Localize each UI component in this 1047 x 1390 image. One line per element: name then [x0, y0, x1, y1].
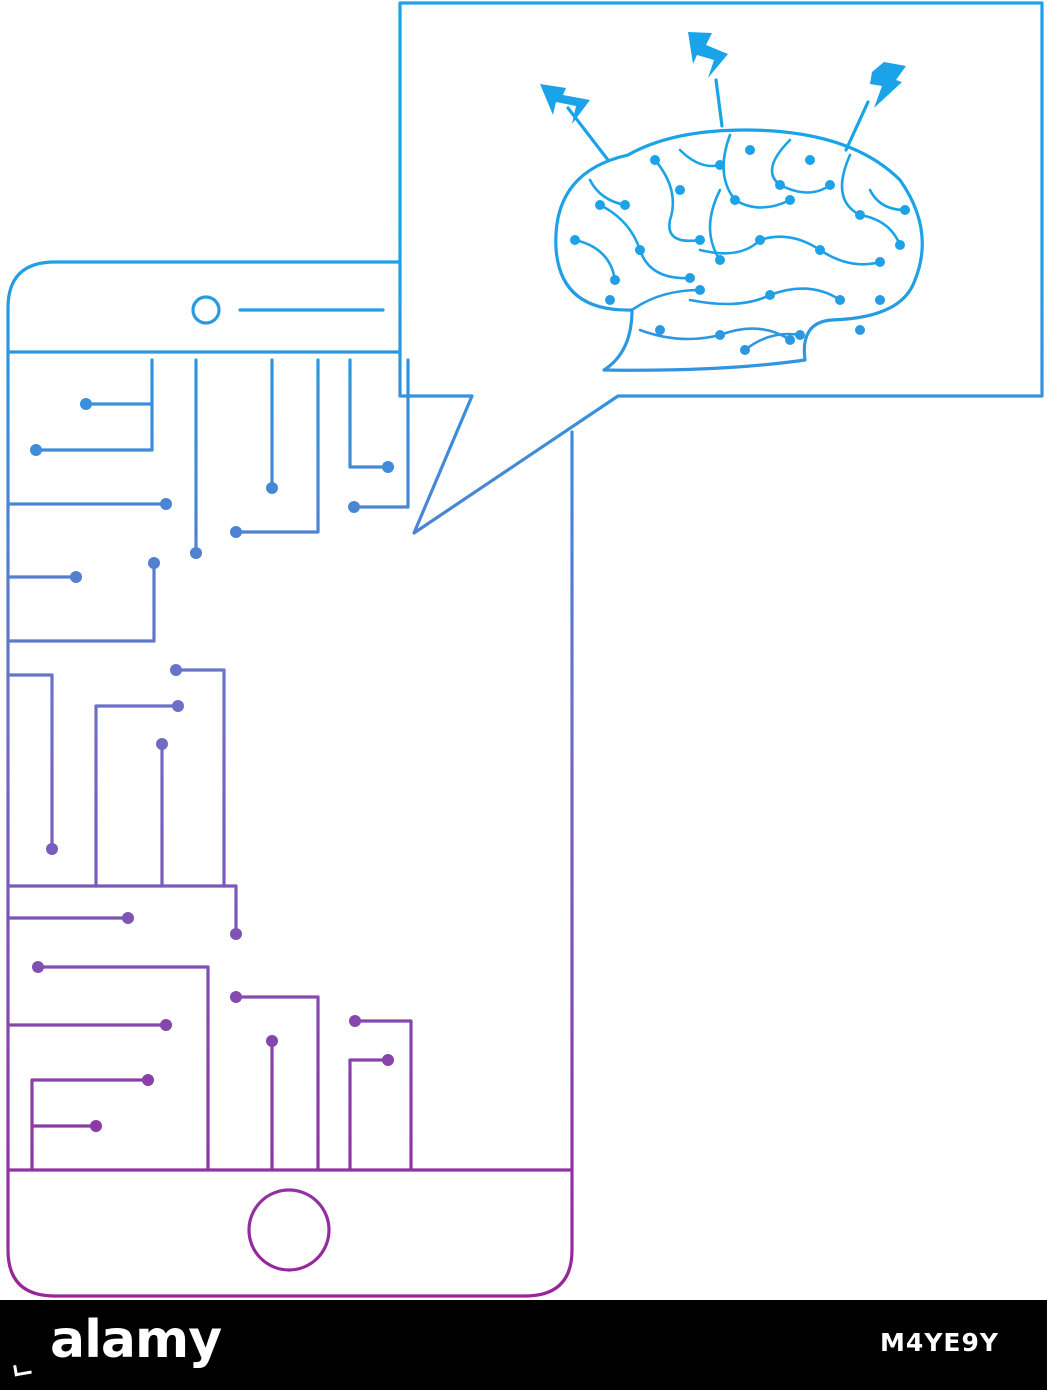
watermark-footer: alamy M4YE9Y [0, 1300, 1047, 1390]
camera-icon [191, 295, 221, 325]
lightning-bolt-icon [688, 32, 728, 78]
image-id: M4YE9Y [880, 1328, 999, 1357]
home-button-icon[interactable] [247, 1188, 331, 1272]
brand-mark-icon [13, 1362, 32, 1377]
spark-line-right [844, 100, 870, 152]
circuit-nodes [30, 398, 394, 1132]
smartphone-icon [6, 260, 574, 1298]
circuit-lines-icon [6, 358, 413, 1172]
brand-logo: alamy [50, 1310, 222, 1370]
brain-nodes [570, 145, 910, 355]
speech-bubble-icon [398, 1, 1044, 535]
lightning-bolt-icon [540, 84, 590, 124]
lightning-bolt-icon [870, 62, 906, 108]
spark-line-middle [714, 78, 724, 128]
illustration [6, 1, 1044, 1298]
brain-circuit-icon [554, 128, 924, 372]
